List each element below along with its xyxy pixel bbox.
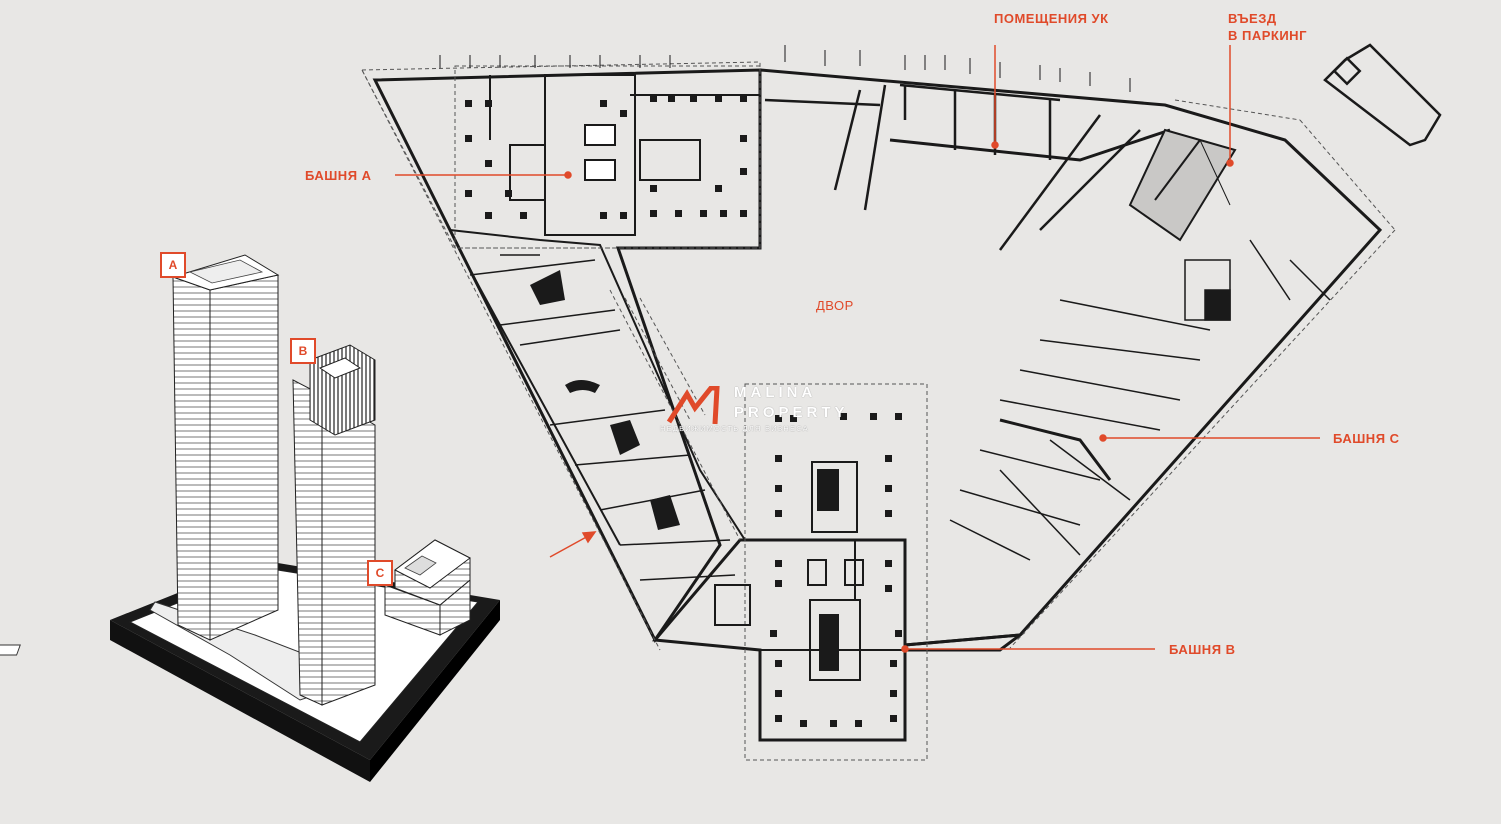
label-parking-entrance-line1: ВЪЕЗД: [1228, 11, 1277, 26]
label-parking-entrance-line2: В ПАРКИНГ: [1228, 28, 1307, 43]
watermark-logo: MALINA PROPERTY НЕДВИЖИМОСТЬ ДЛЯ БИЗНЕСА: [660, 384, 850, 436]
leader-lines: [395, 45, 1320, 653]
badge-tower-a: A: [160, 252, 186, 278]
label-tower-b: БАШНЯ В: [1169, 642, 1236, 657]
label-uk-rooms: ПОМЕЩЕНИЯ УК: [994, 11, 1109, 26]
logo-mark-icon: [666, 386, 720, 425]
tower-b-columns: [770, 413, 902, 727]
wing-west-outline: [449, 229, 746, 546]
label-yard: ДВОР: [816, 298, 854, 313]
detached-block: [1323, 43, 1442, 147]
logo-tagline: НЕДВИЖИМОСТЬ ДЛЯ БИЗНЕСА: [660, 424, 809, 433]
tower-a-columns: [465, 95, 747, 219]
north-courtyard-walls: [764, 83, 1141, 251]
west-wing-stairs: [530, 270, 680, 530]
tower-b-core: [714, 461, 905, 681]
logo-name-line2: PROPERTY: [734, 404, 849, 421]
badge-tower-c: C: [367, 560, 393, 586]
wing-b-outline: [651, 538, 1026, 742]
label-tower-a: БАШНЯ А: [305, 168, 372, 183]
entrance-markers: [439, 45, 1131, 92]
west-wing-rooms: [469, 254, 736, 581]
label-tower-c: БАШНЯ С: [1333, 431, 1400, 446]
tower-c-rooms: [949, 239, 1331, 561]
tower-a-core: [489, 74, 760, 236]
parking-ramp: [1128, 128, 1237, 242]
badge-tower-b: B: [290, 338, 316, 364]
isometric-model: [0, 254, 500, 782]
logo-name-line1: MALINA: [734, 384, 817, 401]
dashed-envelope: [361, 61, 1396, 761]
